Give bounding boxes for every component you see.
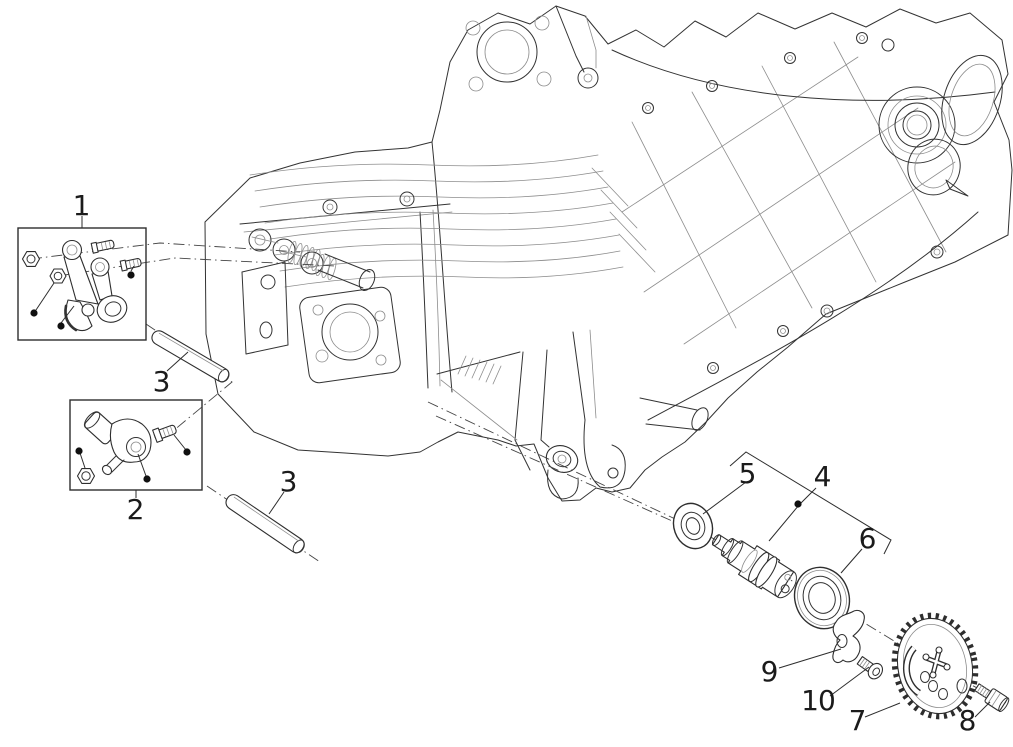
leader-line-6 [840,548,863,574]
part-camshaft [711,533,797,599]
adjuster-screw-icon [119,258,142,272]
callout-camshaft-bearing-front: 5 [738,457,757,490]
valve-springs [251,236,376,291]
centerline-valve-lower [57,257,337,277]
part-camshaft-bearing-front [672,502,714,550]
leader-line-3-lower [268,491,285,515]
part-camshaft-sprocket [891,612,979,720]
bracket-4 [729,451,892,555]
leader-dot [30,309,38,317]
leader-line-7 [864,702,901,718]
leader-dot [143,475,151,483]
part-sprocket-bolt [974,683,1010,713]
centerline-camshaft-axis-2 [435,415,689,529]
rocker-arm-2 [83,411,177,476]
engine-mount-arm [555,5,599,89]
callout-rocker-arm-assembly-upper: 1 [72,189,91,222]
part-rocker-arm-assembly-upper [17,216,147,341]
leader-line-5 [702,481,747,515]
head-face-detail [241,228,401,384]
part-camshaft-bearing-rear [793,566,851,630]
adjuster-screw-icon [90,239,115,254]
bolt-holes [322,32,944,374]
callout-camshaft-bearing-rear: 6 [858,522,877,555]
callout-camshaft-assembly: 4 [813,460,832,493]
centerline-rocker-shaft-upper [145,323,233,432]
hex-nut-icon [76,468,96,484]
hex-nut-icon [49,268,67,284]
engine-wireframe [204,5,1013,502]
callout-camshaft-sprocket: 7 [848,704,867,737]
lower-struts [436,329,709,500]
leader-dot [127,271,135,279]
part-rocker-shaft-lower [225,494,305,554]
leader-dot [57,322,65,330]
part-decompressor-screw [856,656,884,680]
hex-nut-icon [21,251,41,267]
cylinder-spigot-flange [465,15,552,92]
leader-dot [794,500,802,508]
cooling-fins [249,154,656,288]
part-rocker-arm-assembly-lower [69,399,203,498]
sprocket-drive-pin [922,646,951,679]
callout-decompressor-screw: 10 [801,684,836,717]
callout-sprocket-bolt: 8 [958,704,977,737]
leader-line-8 [974,701,991,718]
callout-rocker-arm-assembly-lower: 2 [126,493,145,526]
leader-dot [183,448,191,456]
case-openings [907,54,1003,197]
callout-rocker-shaft-upper: 3 [152,365,171,398]
callout-rocker-shaft-lower: 3 [279,465,298,498]
rocker-arm-1 [61,239,128,332]
leader-line-10 [829,666,870,697]
callout-decompressor-lever: 9 [760,655,779,688]
adjuster-screw-icon [152,424,177,443]
part-rocker-shaft-upper [151,330,230,383]
leader-line-9 [778,648,842,669]
engine-silhouette [204,5,1013,502]
leader-line-3-upper [166,351,189,372]
main-bearing-boss [878,86,956,164]
leader-dot [75,447,83,455]
